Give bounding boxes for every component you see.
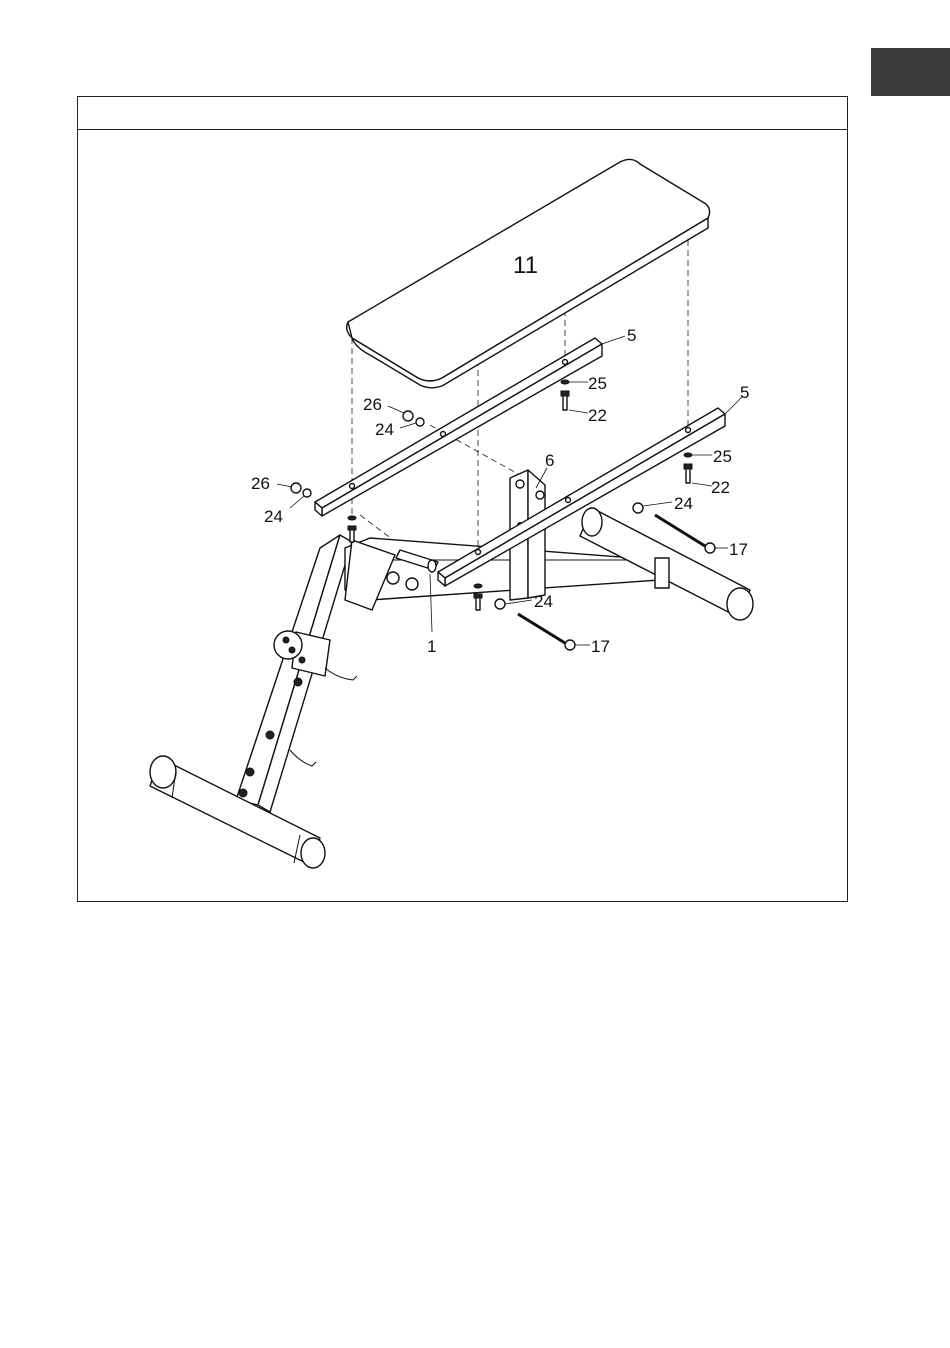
label-washer-25-a: 25 — [588, 374, 607, 393]
label-bolt-17-a: 17 — [729, 540, 748, 559]
label-seat-11: 11 — [513, 252, 538, 279]
label-frame-1: 1 — [427, 637, 436, 656]
label-washer-25-b: 25 — [713, 447, 732, 466]
rear-foot-tube — [150, 756, 325, 868]
hardware — [291, 380, 715, 650]
label-washer-24-b: 24 — [264, 507, 283, 526]
label-washer-24-d: 24 — [534, 592, 553, 611]
label-washer-24-c: 24 — [674, 494, 693, 513]
label-nut-26-b: 26 — [251, 474, 270, 493]
label-washer-24-a: 24 — [375, 420, 394, 439]
label-bolt-22-b: 22 — [711, 478, 730, 497]
label-bolt-22-a: 22 — [588, 406, 607, 425]
label-rail-5-top: 5 — [627, 326, 636, 345]
label-rail-5-right: 5 — [740, 383, 749, 402]
label-bolt-17-b: 17 — [591, 637, 610, 656]
label-nut-26-a: 26 — [363, 395, 382, 414]
rear-leg — [236, 535, 357, 812]
label-bracket-6: 6 — [545, 451, 554, 470]
